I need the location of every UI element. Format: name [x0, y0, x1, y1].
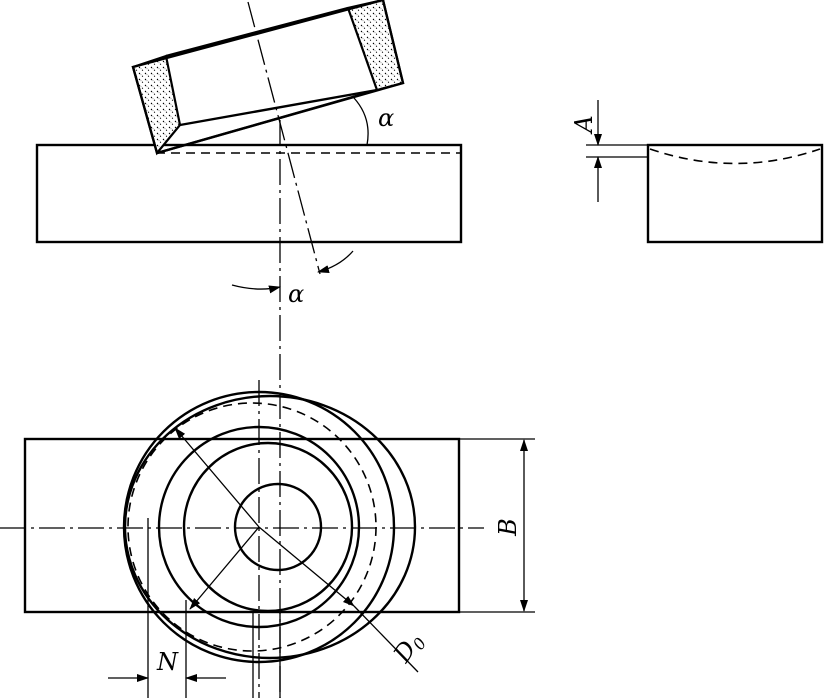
concave-profile-dashed [649, 148, 821, 165]
alpha-top-label: α [378, 104, 394, 132]
d0-line-lower [258, 526, 355, 607]
front-view: α α [35, 0, 463, 698]
alpha-bottom-label: α [288, 280, 304, 308]
wheel-inner-circle [182, 441, 354, 613]
dim-a-label: A [570, 115, 598, 134]
wheel-inner-upper [165, 6, 349, 58]
wheel-abrasive-left [131, 54, 182, 156]
wheel-axis [247, 1, 321, 275]
wheel-mid-circle [157, 425, 361, 629]
alpha-bottom-arc-left [231, 284, 281, 294]
wheel-dashed-circle [127, 402, 377, 652]
side-view: A [570, 100, 824, 244]
dim-b-label: B [494, 518, 522, 537]
alpha-top-arc [353, 97, 369, 146]
wheel-inner-bottom [156, 88, 378, 155]
dim-n-label: N [156, 648, 179, 676]
alpha-bottom-arc-right [317, 250, 354, 273]
cup-wheel-side [131, 0, 405, 156]
plan-view: D0 B N [0, 380, 535, 698]
workpiece-front [35, 143, 463, 244]
d0-label: D0 [387, 627, 430, 670]
d0-line-upper [174, 427, 260, 528]
wheel-hub-circle [233, 482, 323, 572]
workpiece-side [646, 143, 824, 244]
wheel-outline [131, 0, 405, 155]
wheel-outer-circle [122, 390, 396, 664]
d0-leader [353, 605, 419, 673]
d0-cross-line [189, 526, 260, 610]
wheel-inner-lower [179, 88, 378, 127]
